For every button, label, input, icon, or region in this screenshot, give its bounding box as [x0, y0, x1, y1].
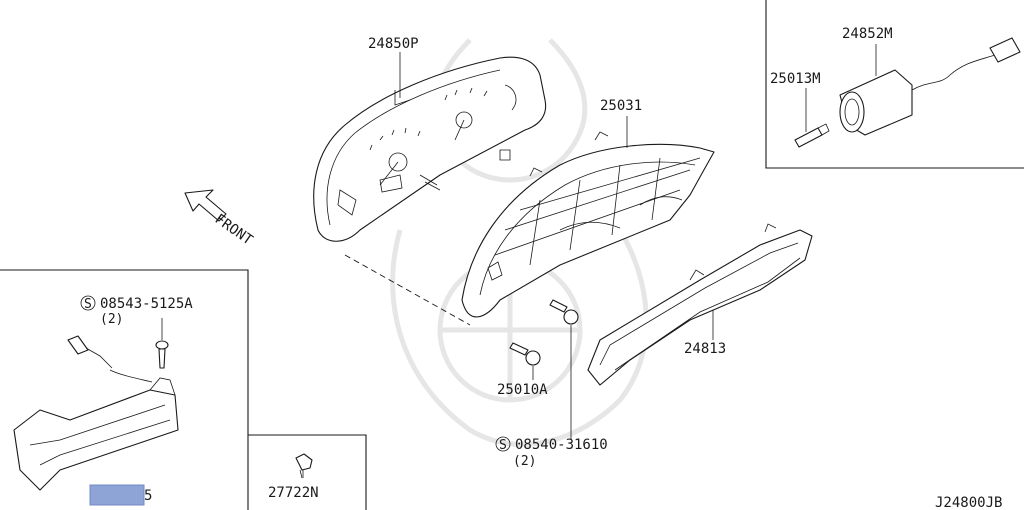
front-label: FRONT	[212, 211, 256, 249]
fastener-bottom-callout: S 08540-31610 (2)	[495, 436, 608, 469]
label-meter-lens: 24850P	[368, 36, 419, 52]
small-screw-part	[155, 340, 169, 369]
label-clip: 27722N	[268, 485, 319, 501]
svg-text:S: S	[499, 438, 507, 453]
inset-frame-top-right	[765, 0, 1024, 169]
alignment-line	[344, 254, 471, 326]
sensor-part	[839, 37, 1021, 136]
bulb-socket-part	[794, 123, 830, 148]
label-partial: 5	[144, 488, 152, 504]
fastener-top-qty: (2)	[100, 312, 123, 327]
inset-frame-bottom-left	[0, 269, 249, 510]
fastener-top-callout: S 08543-5125A (2)	[80, 295, 193, 327]
svg-text:S: S	[84, 297, 92, 312]
clip-part	[295, 453, 313, 479]
label-bulb-socket: 25013M	[770, 71, 821, 87]
diagram-code: J24800JB	[935, 495, 1002, 510]
label-sensor: 24852M	[842, 26, 893, 42]
inset-frame-bottom-center	[248, 434, 367, 510]
label-bracket: 24813	[684, 341, 726, 357]
meter-lens-part	[313, 56, 547, 242]
bracket-part	[587, 223, 813, 386]
fastener-top-code: 08543-5125A	[100, 296, 193, 312]
fastener-bottom-qty: (2)	[513, 454, 536, 469]
screw-lower-part	[509, 342, 541, 366]
screw-upper-part	[549, 299, 579, 325]
label-screw-lower: 25010A	[497, 382, 548, 398]
fastener-bottom-code: 08540-31610	[515, 437, 608, 453]
label-meter-housing: 25031	[600, 98, 642, 114]
redacted-label-box	[89, 484, 145, 506]
meter-housing-part	[461, 131, 715, 318]
front-arrow-icon	[184, 189, 227, 222]
lamp-housing-part	[13, 335, 179, 491]
